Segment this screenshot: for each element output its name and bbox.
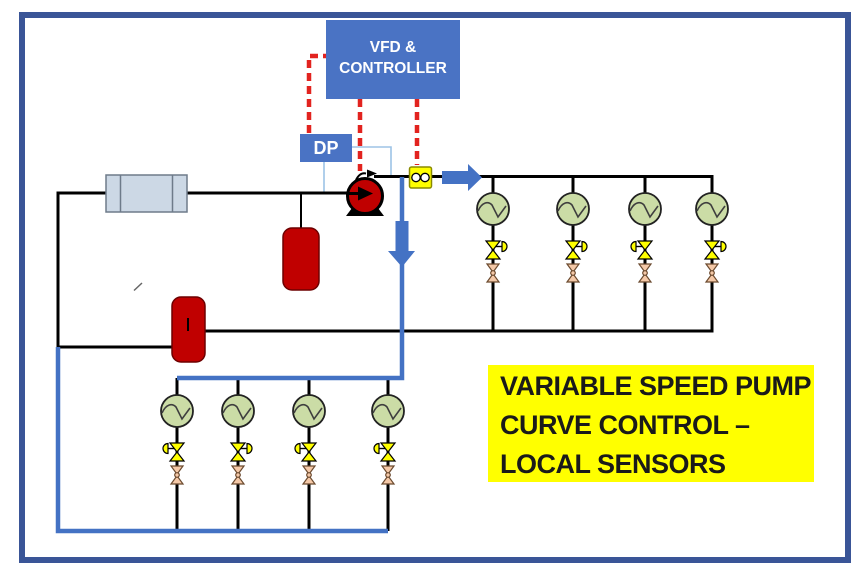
control-valve-icon bbox=[703, 240, 727, 260]
valve-actuator-icon bbox=[294, 442, 306, 455]
balancing-valve-icon bbox=[565, 263, 581, 283]
coil-icon bbox=[556, 192, 590, 226]
bottom-coil-branches bbox=[160, 378, 405, 531]
coil-icon bbox=[221, 394, 255, 428]
caption-line1: VARIABLE SPEED PUMP bbox=[500, 371, 812, 401]
balancing-valve-icon bbox=[301, 465, 317, 485]
blue-piping bbox=[55, 177, 405, 534]
coil-icon bbox=[371, 394, 405, 428]
valve-actuator-icon bbox=[496, 240, 508, 253]
vfd-label-line1: VFD & bbox=[369, 39, 417, 56]
right-flow-arrow-icon bbox=[442, 164, 482, 191]
valve-actuator-icon bbox=[373, 442, 385, 455]
valve-actuator-icon bbox=[630, 240, 642, 253]
vfd-controller-box: VFD & CONTROLLER bbox=[326, 20, 460, 99]
control-valve-icon bbox=[162, 442, 186, 462]
buffer-tank-icon bbox=[171, 296, 206, 363]
control-valve-icon bbox=[294, 442, 318, 462]
caption-line2: CURVE CONTROL – bbox=[500, 410, 750, 440]
balancing-valve-icon bbox=[169, 465, 185, 485]
balancing-valve-icon bbox=[637, 263, 653, 283]
valve-actuator-icon bbox=[715, 240, 727, 253]
control-valve-icon bbox=[484, 240, 508, 260]
top-coil-branches bbox=[476, 177, 729, 331]
flow-meter-icon bbox=[408, 166, 433, 189]
coil-icon bbox=[476, 192, 510, 226]
control-valve-icon bbox=[229, 442, 253, 462]
valve-actuator-icon bbox=[162, 442, 174, 455]
control-valve-icon bbox=[373, 442, 397, 462]
vfd-label-line2: CONTROLLER bbox=[339, 60, 447, 77]
dp-sense-lines bbox=[323, 146, 392, 192]
balancing-valve-icon bbox=[704, 263, 720, 283]
valve-actuator-icon bbox=[241, 442, 253, 455]
coil-icon bbox=[292, 394, 326, 428]
coil-icon bbox=[160, 394, 194, 428]
expansion-tank-icon bbox=[282, 227, 320, 291]
control-signal-lines bbox=[306, 53, 420, 171]
balancing-valve-icon bbox=[485, 263, 501, 283]
down-flow-arrow-icon bbox=[388, 221, 415, 267]
valve-actuator-icon bbox=[576, 240, 588, 253]
heat-exchanger-icon bbox=[105, 174, 188, 213]
caption-box: VARIABLE SPEED PUMP CURVE CONTROL – LOCA… bbox=[488, 365, 814, 482]
dp-sensor-box: DP bbox=[300, 134, 352, 162]
coil-icon bbox=[695, 192, 729, 226]
balancing-valve-icon bbox=[230, 465, 246, 485]
coil-icon bbox=[628, 192, 662, 226]
control-valve-icon bbox=[630, 240, 654, 260]
control-valve-icon bbox=[564, 240, 588, 260]
stray-mark bbox=[133, 282, 143, 292]
pump-icon bbox=[346, 169, 384, 216]
balancing-valve-icon bbox=[380, 465, 396, 485]
caption-line3: LOCAL SENSORS bbox=[500, 449, 726, 479]
dp-label: DP bbox=[313, 138, 339, 158]
